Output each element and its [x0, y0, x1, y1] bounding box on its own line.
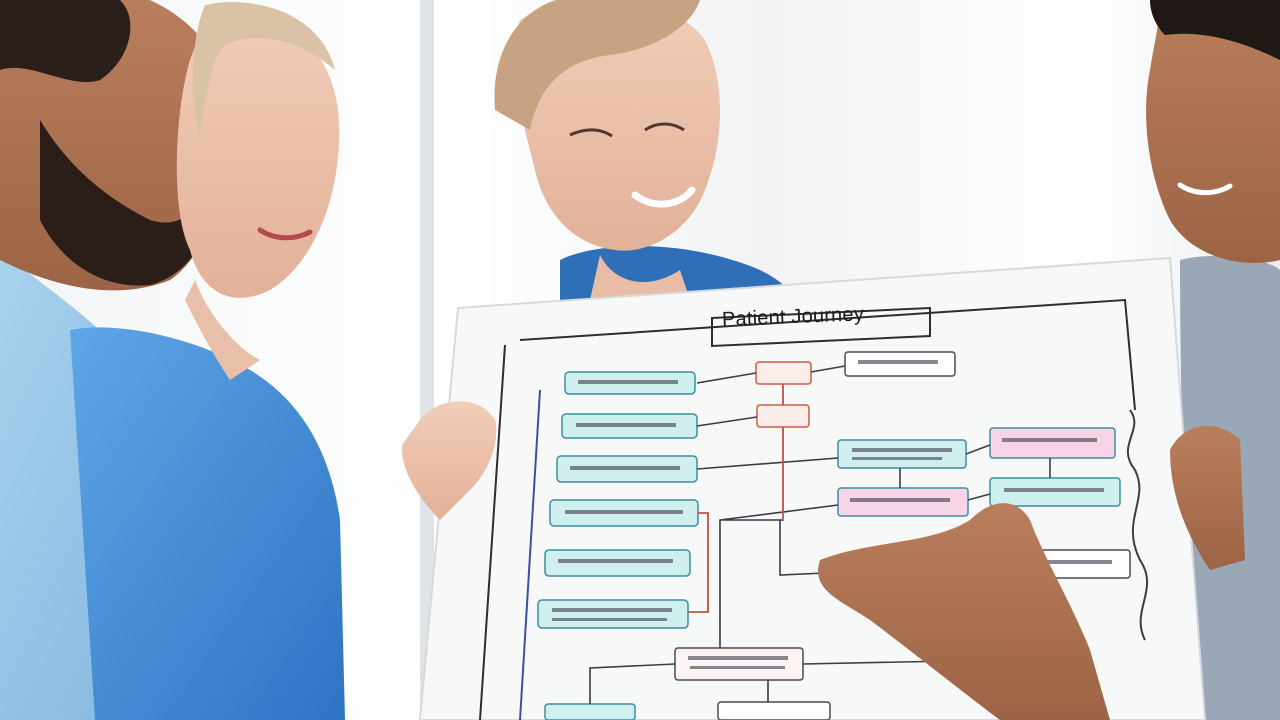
woman-center	[494, 0, 800, 320]
node-scribbles	[552, 360, 1112, 669]
flow-node-outline	[717, 701, 831, 720]
hands	[401, 401, 1245, 720]
flow-node-pink	[989, 427, 1116, 459]
flow-node	[537, 599, 689, 629]
window-frame	[420, 0, 434, 720]
flow-node	[837, 439, 967, 469]
flow-node-red	[756, 404, 810, 428]
flow-node-red	[755, 361, 812, 385]
woman-left-scrubs	[70, 2, 345, 720]
flow-node-outline	[674, 647, 804, 681]
flow-node	[544, 703, 636, 720]
